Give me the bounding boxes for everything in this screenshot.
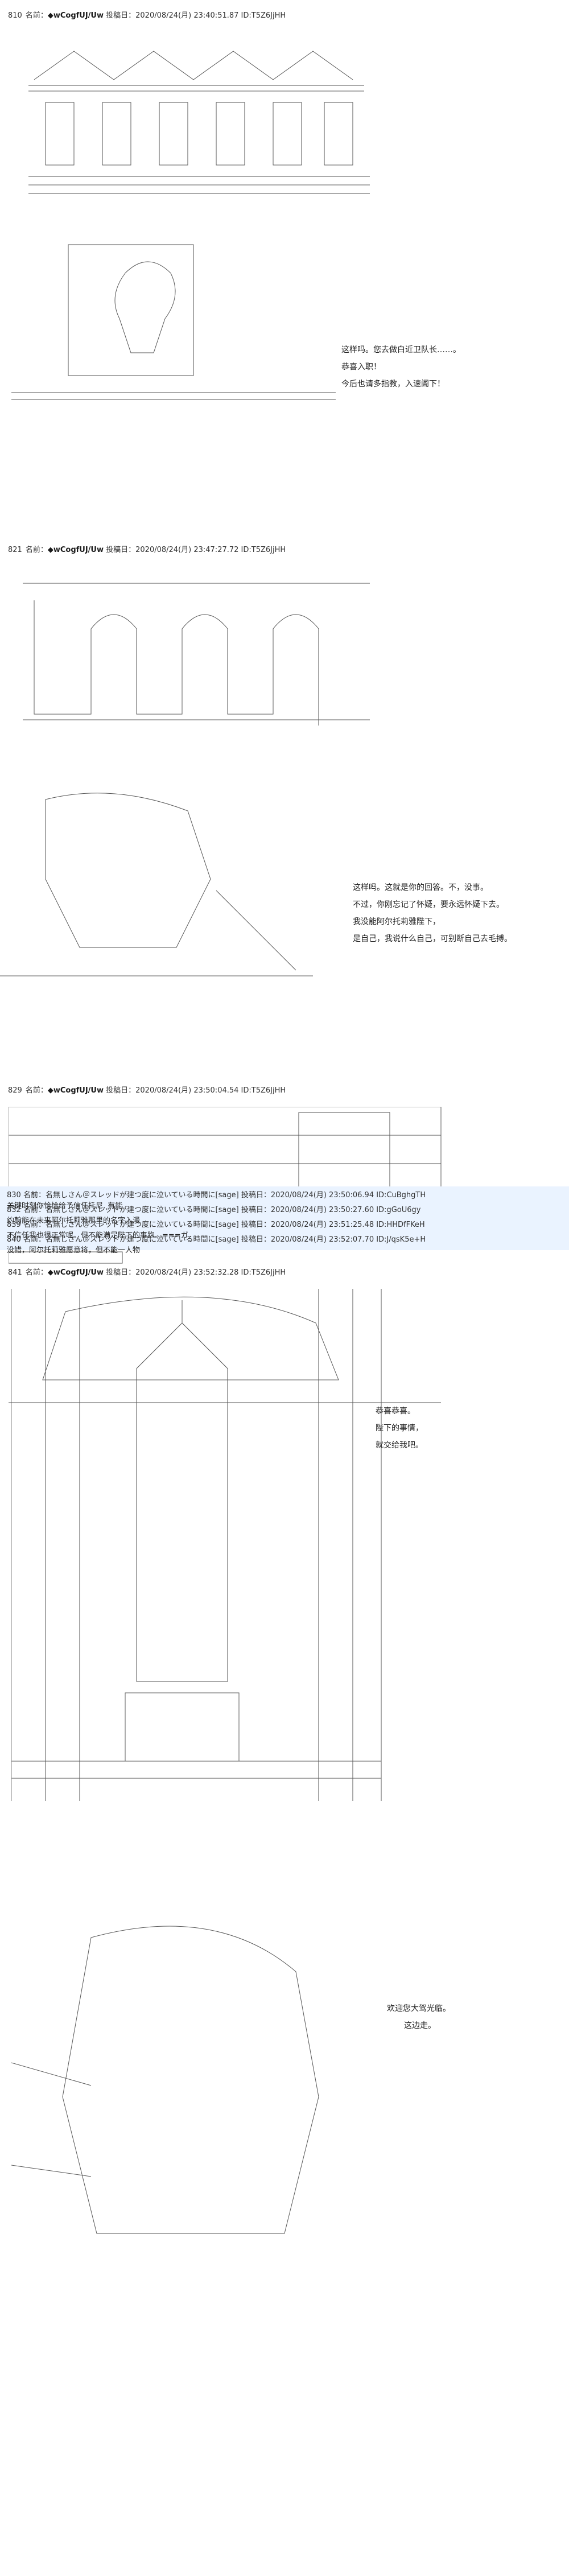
post-number: 841 [8,1268,22,1277]
dialogue-line: 恭喜入职！ [341,362,381,372]
reply-text: 关键时刻你恰恰给予信任托尼, 有能 [7,1202,123,1210]
dialogue-line: 恭喜恭喜。 [376,1407,415,1416]
post-number: 821 [8,546,22,554]
dialogue-line: 这边走。 [404,2021,436,2030]
dialogue-block: 这样吗。您去做白近卫队长……。 恭喜入职！ 今后也请多指教，入速阁下！ [341,341,461,393]
reply-text: 约翰能在未来阿尔托莉雅那里的名字入漫 [7,1217,141,1225]
post-meta: 投稿日：2020/08/24(月) 23:40:51.87 ID:T5Z6JjH… [106,11,286,20]
reply-840: 840 名前：名無しさん＠スレッドが建つ度に泣いている時間に[sage] 投稿日… [7,1233,426,1255]
trip-code: ◆wCogfUJ/Uw [47,11,104,20]
post-number: 829 [8,1086,22,1095]
reply-meta: 840 名前：名無しさん＠スレッドが建つ度に泣いている時間に[sage] 投稿日… [7,1235,426,1244]
reply-meta: 832 名前：名無しさん＠スレッドが建つ度に泣いている時間に[sage] 投稿日… [7,1206,421,1214]
replies-block: 830 名前：名無しさん＠スレッドが建つ度に泣いている時間に[sage] 投稿日… [0,1186,569,1255]
post-number: 810 [8,11,22,20]
dialogue-line: 陛下的事情， [376,1424,423,1433]
reply-839: 839 名前：名無しさん＠スレッドが建つ度に泣いている時間に[sage] 投稿日… [7,1218,425,1240]
dialogue-line: 今后也请多指教，入速阁下！ [341,380,445,389]
reply-832: 832 名前：名無しさん＠スレッドが建つ度に泣いている時間に[sage] 投稿日… [7,1203,420,1225]
dialogue-line: 这样吗。这就是你的回答。不，没事。 [353,883,488,892]
dialogue-block: 欢迎您大驾光临。 这边走。 [387,2000,451,2034]
dialogue-line: 这样吗。您去做白近卫队长……。 [341,345,461,355]
reply-text: 没错，阿尔托莉雅愿意将，但不能一人物 [7,1246,141,1255]
trip-code: ◆wCogfUJ/Uw [47,1268,104,1277]
dialogue-block: 恭喜恭喜。 陛下的事情， 就交给我吧。 [376,1403,423,1454]
trip-code: ◆wCogfUJ/Uw [47,1086,104,1095]
name-label: 名前： [25,546,48,554]
character-art [0,793,313,976]
name-label: 名前： [25,1268,48,1277]
dialogue-line: 不过，你刚忘记了怀疑，要永远怀疑下去。 [353,900,504,909]
dialogue-line: 我没能阿尔托莉雅陛下， [353,917,440,926]
name-label: 名前： [25,11,48,20]
post-meta: 投稿日：2020/08/24(月) 23:47:27.72 ID:T5Z6JjH… [106,546,286,554]
character-art [11,244,336,400]
dialogue-line: 是自己，我说什么自己，可别断自己去毛搏。 [353,934,512,943]
reply-meta: 830 名前：名無しさん＠スレッドが建つ度に泣いている時間に[sage] 投稿日… [7,1191,426,1200]
post-meta: 投稿日：2020/08/24(月) 23:50:04.54 ID:T5Z6JjH… [106,1086,286,1095]
trip-code: ◆wCogfUJ/Uw [47,546,104,554]
reply-text: 不信任我也很正常呢。但不能满足陛下的事跑。===ガ [7,1231,188,1240]
dialogue-line: 欢迎您大驾光临。 [387,2004,451,2013]
character-art [9,1296,441,1403]
reply-meta: 839 名前：名無しさん＠スレッドが建つ度に泣いている時間に[sage] 投稿日… [7,1221,425,1229]
reply-830: 830 名前：名無しさん＠スレッドが建つ度に泣いている時間に[sage] 投稿日… [7,1189,426,1210]
stone-archway-art [23,583,370,726]
castle-facade-art [28,51,370,194]
cathedral-interior-art [11,1289,382,1801]
name-label: 名前： [25,1086,48,1095]
dialogue-line: 就交给我吧。 [376,1441,423,1450]
dialogue-block: 这样吗。这就是你的回答。不，没事。 不过，你刚忘记了怀疑，要永远怀疑下去。 我没… [353,879,512,947]
post-meta: 投稿日：2020/08/24(月) 23:52:32.28 ID:T5Z6JjH… [106,1268,286,1277]
character-art [11,1926,319,2234]
